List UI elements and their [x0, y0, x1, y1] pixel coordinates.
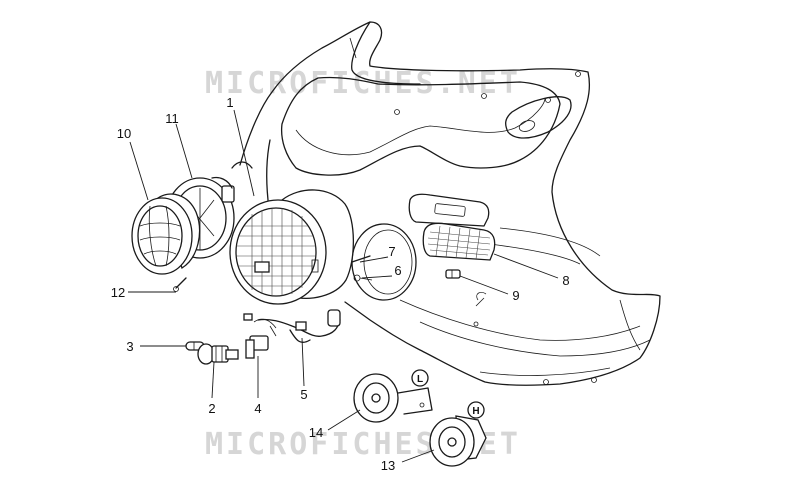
horn-high	[429, 415, 487, 467]
callout-5: 5	[300, 387, 307, 402]
callout-1: 1	[226, 95, 233, 110]
adjuster-screw	[173, 277, 187, 292]
horn-low-badge-label: L	[417, 374, 423, 385]
callout-4: 4	[254, 401, 261, 416]
headlight-lens	[131, 193, 201, 275]
callout-11: 11	[165, 111, 179, 126]
horn-low	[353, 373, 433, 423]
fairing-illustration	[239, 21, 661, 386]
callout-13: 13	[381, 458, 395, 473]
callout-10: 10	[117, 126, 131, 141]
headlight-bulb	[197, 343, 239, 365]
callout-8: 8	[562, 273, 569, 288]
callout-12: 12	[111, 285, 125, 300]
callout-2: 2	[208, 401, 215, 416]
horn-low-badge: L	[411, 369, 429, 387]
callout-3: 3	[126, 339, 133, 354]
wiring-harness	[257, 309, 341, 344]
small-bulb-holder	[445, 269, 461, 279]
horn-high-badge: H	[467, 401, 485, 419]
indicator-panel	[422, 222, 496, 261]
callout-labels: 1 2 3 4 5 6 7 8 9 10 11 12 13 14	[111, 95, 570, 473]
callout-9: 9	[512, 288, 519, 303]
callout-6: 6	[394, 263, 401, 278]
bulb-socket	[243, 313, 277, 359]
leader-lines	[128, 109, 559, 463]
callout-7: 7	[388, 244, 395, 259]
callout-14: 14	[309, 425, 323, 440]
main-headlight	[229, 189, 373, 305]
horn-high-badge-label: H	[472, 406, 479, 417]
